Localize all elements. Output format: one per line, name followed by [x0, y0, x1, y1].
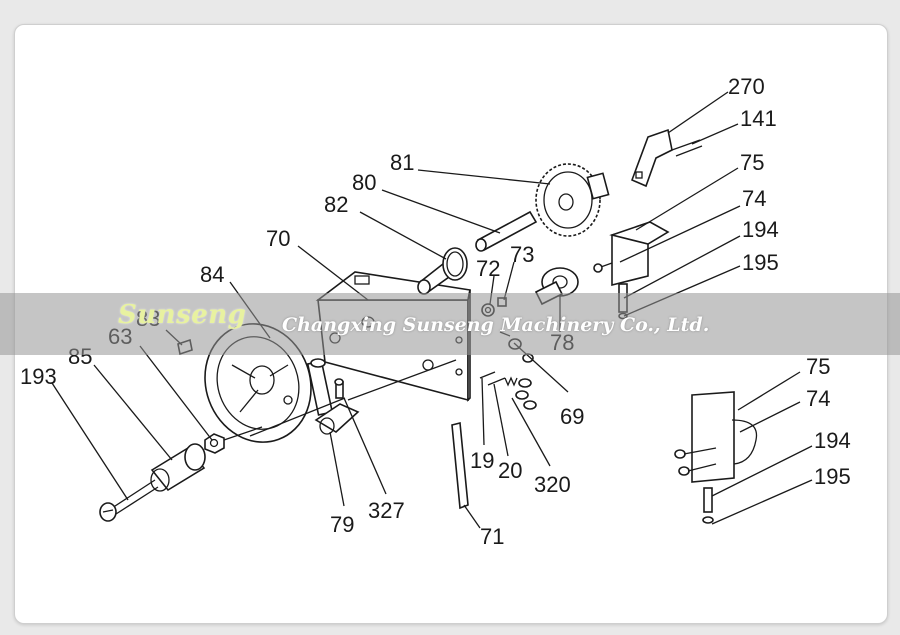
- callout-84: 84: [200, 262, 224, 287]
- callout-72: 72: [476, 256, 500, 281]
- callout-80: 80: [352, 170, 376, 195]
- callout-327: 327: [368, 498, 405, 523]
- callout-320: 320: [534, 472, 571, 497]
- pinion-shaft-part: [417, 247, 468, 295]
- callout-193: 193: [20, 364, 57, 389]
- callout-195-upper: 195: [742, 250, 779, 275]
- lever-part: [306, 358, 360, 435]
- handle-part: [150, 443, 206, 492]
- callout-69: 69: [560, 404, 584, 429]
- watermark-band: [0, 293, 900, 355]
- handle-screw-part: [99, 479, 159, 522]
- callout-82: 82: [324, 192, 348, 217]
- gear-part: [535, 163, 610, 237]
- lower-bracket-part: [674, 391, 758, 524]
- callout-195-lower: 195: [814, 464, 851, 489]
- callout-74-upper: 74: [742, 186, 766, 211]
- callout-270: 270: [728, 74, 765, 99]
- callout-141: 141: [740, 106, 777, 131]
- gib-strip-part: [451, 421, 469, 510]
- bolt-part: [334, 378, 344, 399]
- callout-71: 71: [480, 524, 504, 549]
- callout-81: 81: [390, 150, 414, 175]
- callout-75-lower: 75: [806, 354, 830, 379]
- callout-79: 79: [330, 512, 354, 537]
- callout-194-lower: 194: [814, 428, 851, 453]
- callout-75-upper: 75: [740, 150, 764, 175]
- callout-74-lower: 74: [806, 386, 830, 411]
- shaft-part: [475, 210, 538, 252]
- callout-20: 20: [498, 458, 522, 483]
- top-bracket-part: [630, 128, 703, 188]
- callout-194-upper: 194: [742, 217, 779, 242]
- callout-70: 70: [266, 226, 290, 251]
- nut-part: [204, 433, 225, 454]
- callout-19: 19: [470, 448, 494, 473]
- spring-pins-part: [479, 371, 537, 410]
- callout-73: 73: [510, 242, 534, 267]
- watermark-company-name: Changxing Sunseng Machinery Co., Ltd.: [282, 314, 710, 336]
- watermark-logo: Sunseng: [118, 300, 247, 330]
